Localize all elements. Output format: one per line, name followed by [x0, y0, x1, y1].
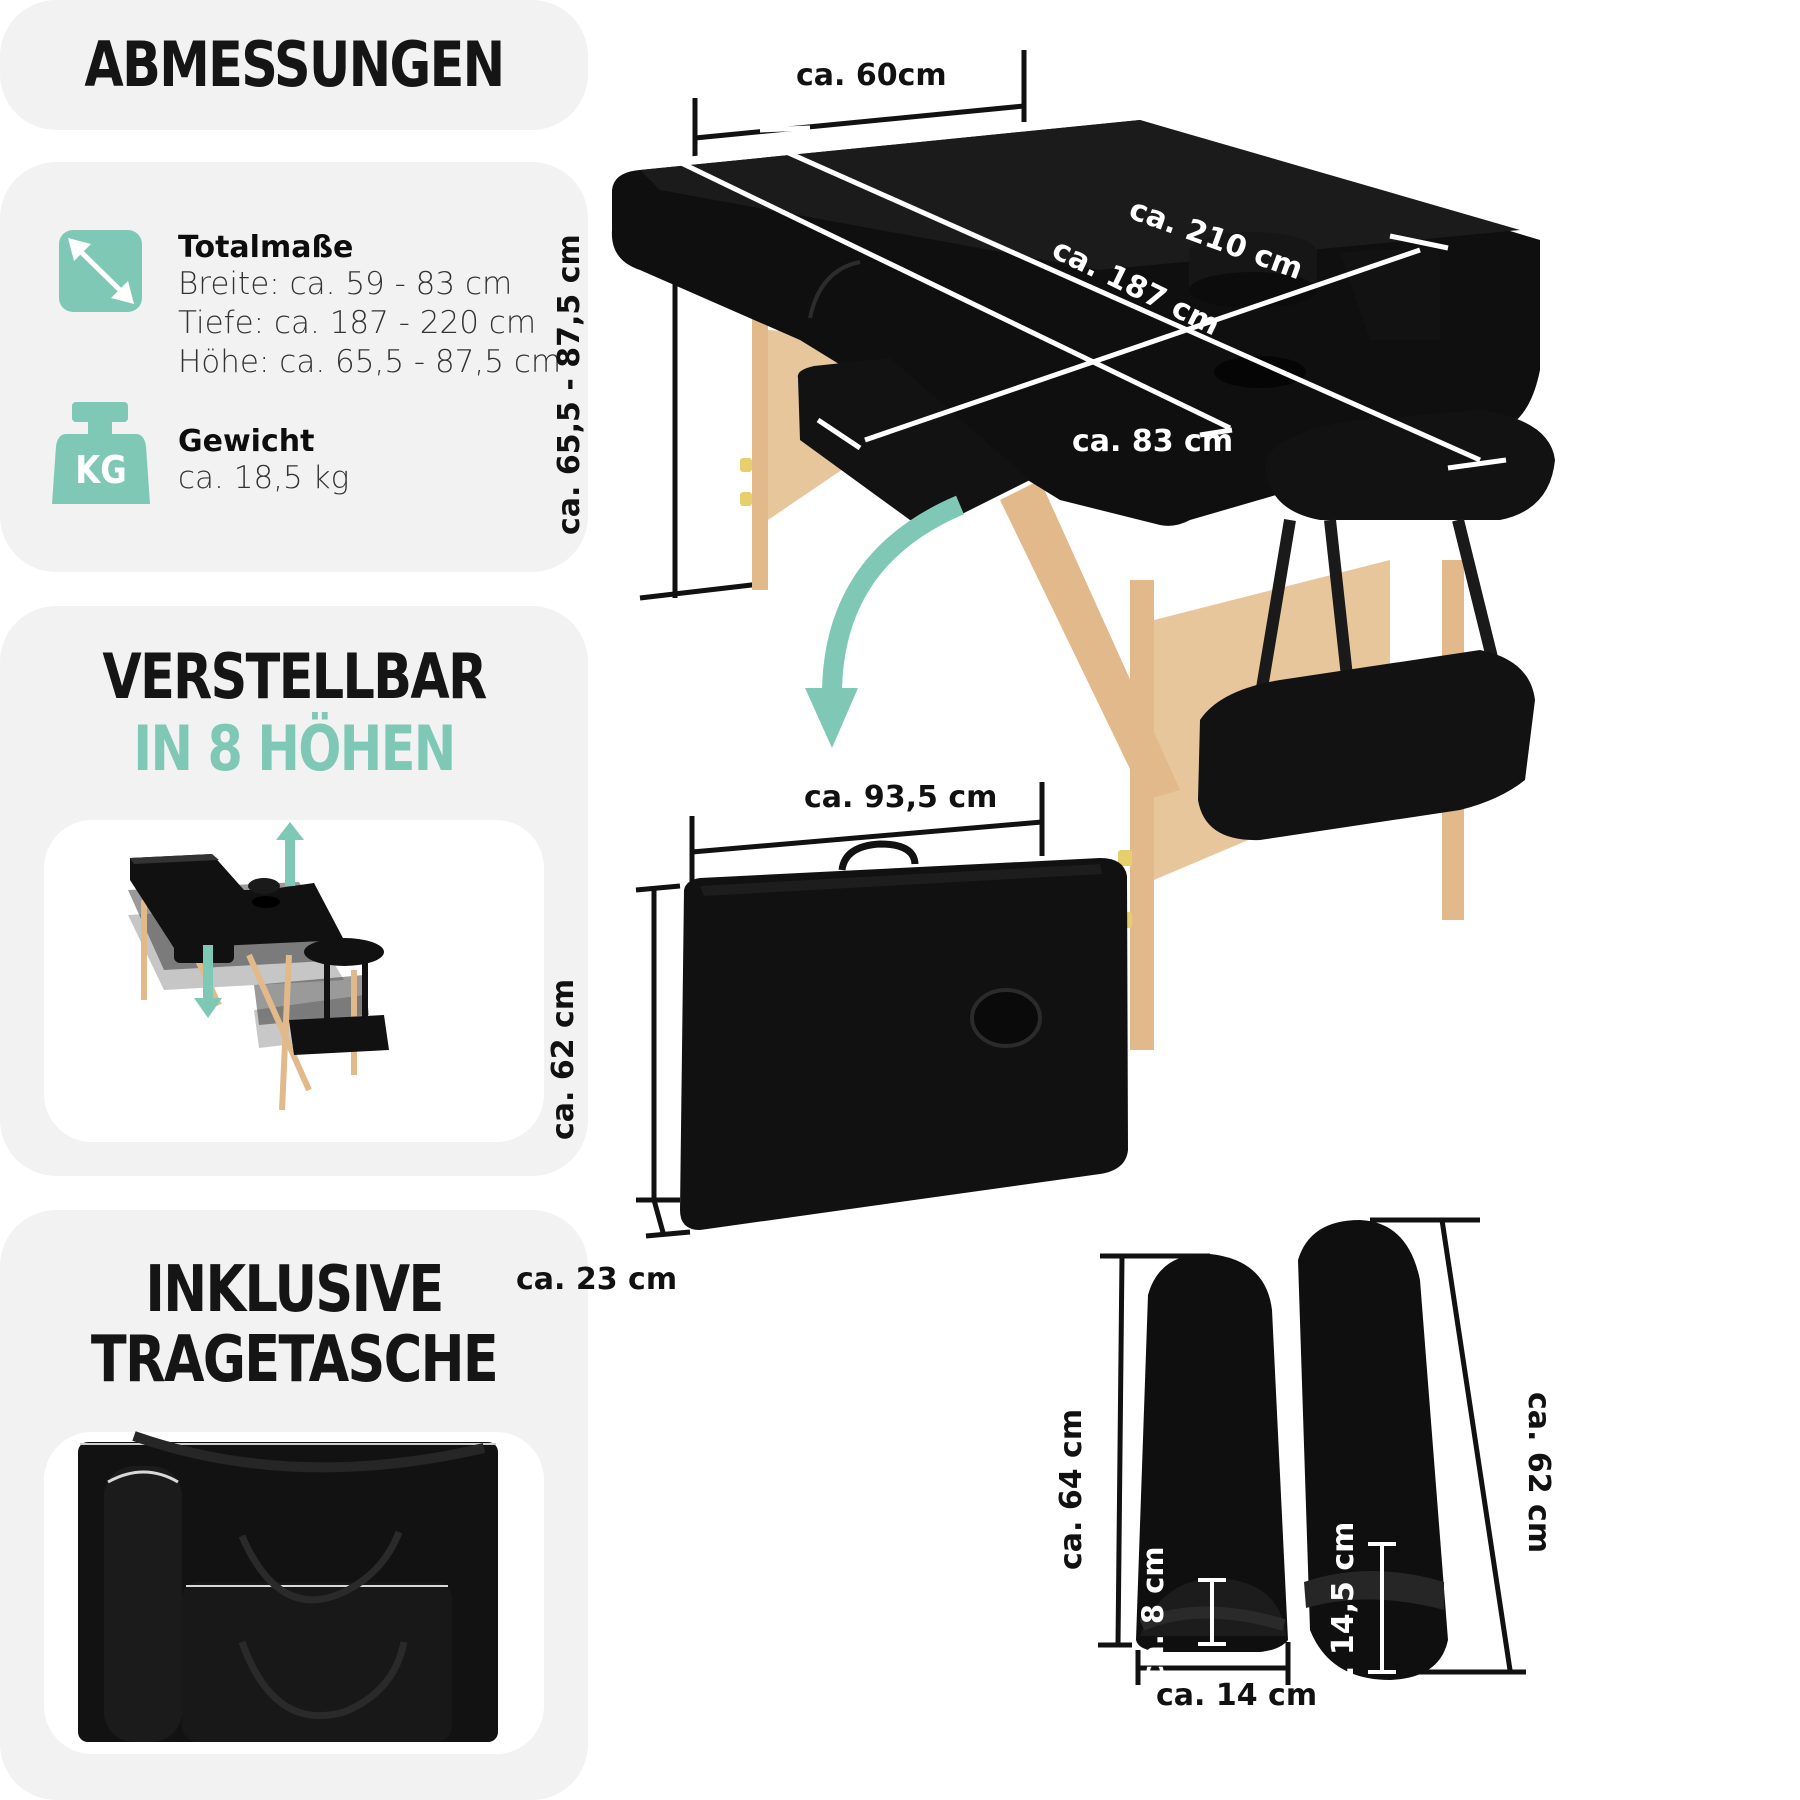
specs-panel: Totalmaße Breite: ca. 59 - 83 cm Tiefe: …	[0, 162, 588, 572]
massage-table-height-levels-illustration	[128, 822, 389, 1111]
weight-block: Gewicht ca. 18,5 kg	[178, 424, 349, 498]
dimensions-header-panel: ABMESSUNGEN	[0, 0, 588, 130]
label-full-roll-diameter: ca. 14,5 cm	[1326, 1521, 1361, 1715]
fold-arrow-icon	[805, 495, 964, 748]
weight-value: ca. 18,5 kg	[178, 460, 350, 496]
adjustable-panel: VERSTELLBAR IN 8 HÖHEN	[0, 606, 588, 1176]
label-folded-depth: ca. 23 cm	[516, 1262, 678, 1297]
label-half-roll-length: ca. 64 cm	[1054, 1408, 1089, 1570]
label-folded-length: ca. 93,5 cm	[804, 780, 998, 815]
label-folded-height: ca. 62 cm	[546, 978, 581, 1140]
adjustable-title-line1: VERSTELLBAR	[102, 640, 487, 713]
weight-heading: Gewicht	[178, 424, 315, 459]
label-half-roll-width: ca. 14 cm	[1156, 1678, 1318, 1713]
height-levels-image-frame	[44, 820, 544, 1142]
total-dimensions-heading: Totalmaße	[178, 230, 354, 265]
label-half-roll-height: ca. 8 cm	[1136, 1546, 1170, 1682]
kg-icon-label: KG	[75, 448, 127, 492]
label-height-range: ca. 65,5 - 87,5 cm	[552, 234, 587, 535]
bag-title-line2: TRAGETASCHE	[90, 1323, 499, 1397]
carry-bag-panel: INKLUSIVE TRAGETASCHE	[0, 1210, 588, 1800]
full-roll-diagram: ca. 62 cm ca. 14,5 cm	[1298, 1200, 1800, 1800]
bag-title-line1: INKLUSIVE	[145, 1253, 444, 1327]
carry-bag-image-frame	[44, 1431, 544, 1754]
carry-bag-illustration	[78, 1431, 498, 1742]
total-dimensions-block: Totalmaße Breite: ca. 59 - 83 cm Tiefe: …	[178, 230, 561, 382]
arrow-down-icon	[194, 945, 222, 1018]
spec-height: Höhe: ca. 65,5 - 87,5 cm	[178, 344, 562, 380]
arrow-up-icon	[276, 822, 304, 886]
spec-width: Breite: ca. 59 - 83 cm	[178, 266, 513, 302]
spec-depth: Tiefe: ca. 187 - 220 cm	[178, 305, 537, 341]
diagonal-resize-arrows-icon	[59, 230, 142, 312]
half-roll-diagram: ca. 64 cm ca. 8 cm ca. 14 cm	[1040, 1240, 1340, 1800]
folded-table-diagram: ca. 93,5 cm ca. 62 cm ca. 23 cm	[516, 760, 1260, 1300]
adjustable-title-line2: IN 8 HÖHEN	[133, 712, 456, 785]
label-width-83: ca. 83 cm	[1072, 424, 1234, 459]
dimensions-title: ABMESSUNGEN	[84, 28, 505, 101]
unfolded-table-diagram: ca. 60cm ca. 65,5 - 87,5 cm ca. 210 cm c…	[552, 0, 1800, 1070]
kg-weight-icon: KG	[52, 402, 150, 504]
label-full-roll-length: ca. 62 cm	[1521, 1392, 1556, 1554]
label-width-60: ca. 60cm	[796, 58, 947, 93]
